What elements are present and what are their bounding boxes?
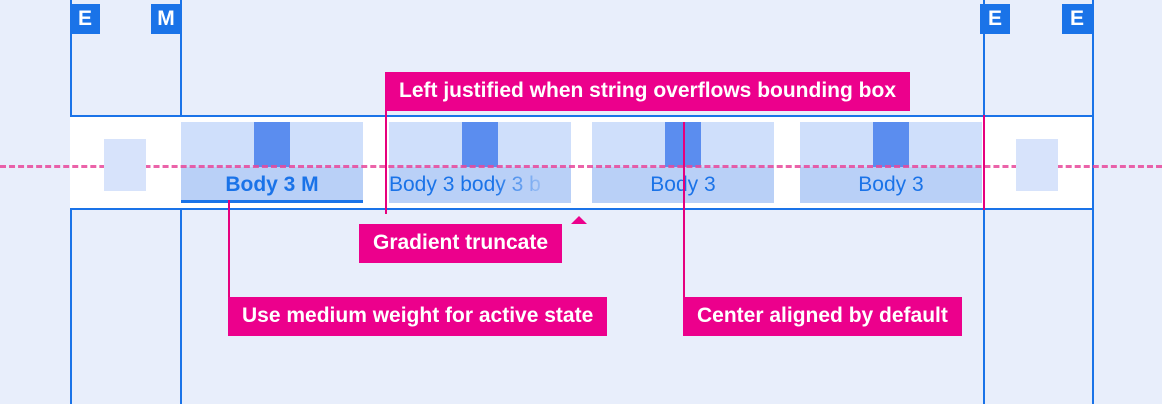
tab-item-1[interactable]: Body 3 body 3 b	[389, 122, 571, 203]
right-margin-strip	[1092, 0, 1162, 404]
leader-line-3	[683, 122, 685, 297]
tab-label: Body 3 body 3 b	[389, 167, 571, 203]
annotation-center-aligned: Center aligned by default	[683, 297, 962, 336]
center-guide-line-0	[983, 115, 985, 210]
leader-line-0	[385, 104, 387, 214]
tab-glyph-icon	[254, 122, 290, 167]
gutter-placeholder-square-0	[104, 139, 146, 191]
tab-label: Body 3	[800, 167, 982, 203]
spacing-badge-e-left-outer: E	[70, 4, 100, 34]
annotation-left-justified: Left justified when string overflows bou…	[385, 72, 910, 111]
spacing-badge-m-left-inner: M	[151, 4, 181, 34]
vertical-guide-3	[1092, 0, 1094, 404]
tab-label: Body 3 M	[181, 167, 363, 203]
left-margin-strip	[0, 0, 70, 404]
active-tab-underline	[181, 200, 363, 203]
tab-icon-area	[181, 122, 363, 167]
tab-icon-area	[800, 122, 982, 167]
horizontal-baseline-guide	[0, 165, 1162, 168]
annotation-medium-weight: Use medium weight for active state	[228, 297, 608, 336]
spacing-badge-e-right-outer: E	[1062, 4, 1092, 34]
spacing-badge-e-right-inner: E	[980, 4, 1010, 34]
tab-item-3[interactable]: Body 3	[800, 122, 982, 203]
tab-glyph-icon	[873, 122, 909, 167]
tab-icon-area	[389, 122, 571, 167]
gutter-placeholder-square-1	[1016, 139, 1058, 191]
annotation-pointer-triangle	[571, 216, 587, 224]
leader-line-2	[228, 200, 230, 297]
annotation-gradient-truncate: Gradient truncate	[359, 216, 587, 263]
tab-glyph-icon	[462, 122, 498, 167]
tab-item-0[interactable]: Body 3 M	[181, 122, 363, 203]
